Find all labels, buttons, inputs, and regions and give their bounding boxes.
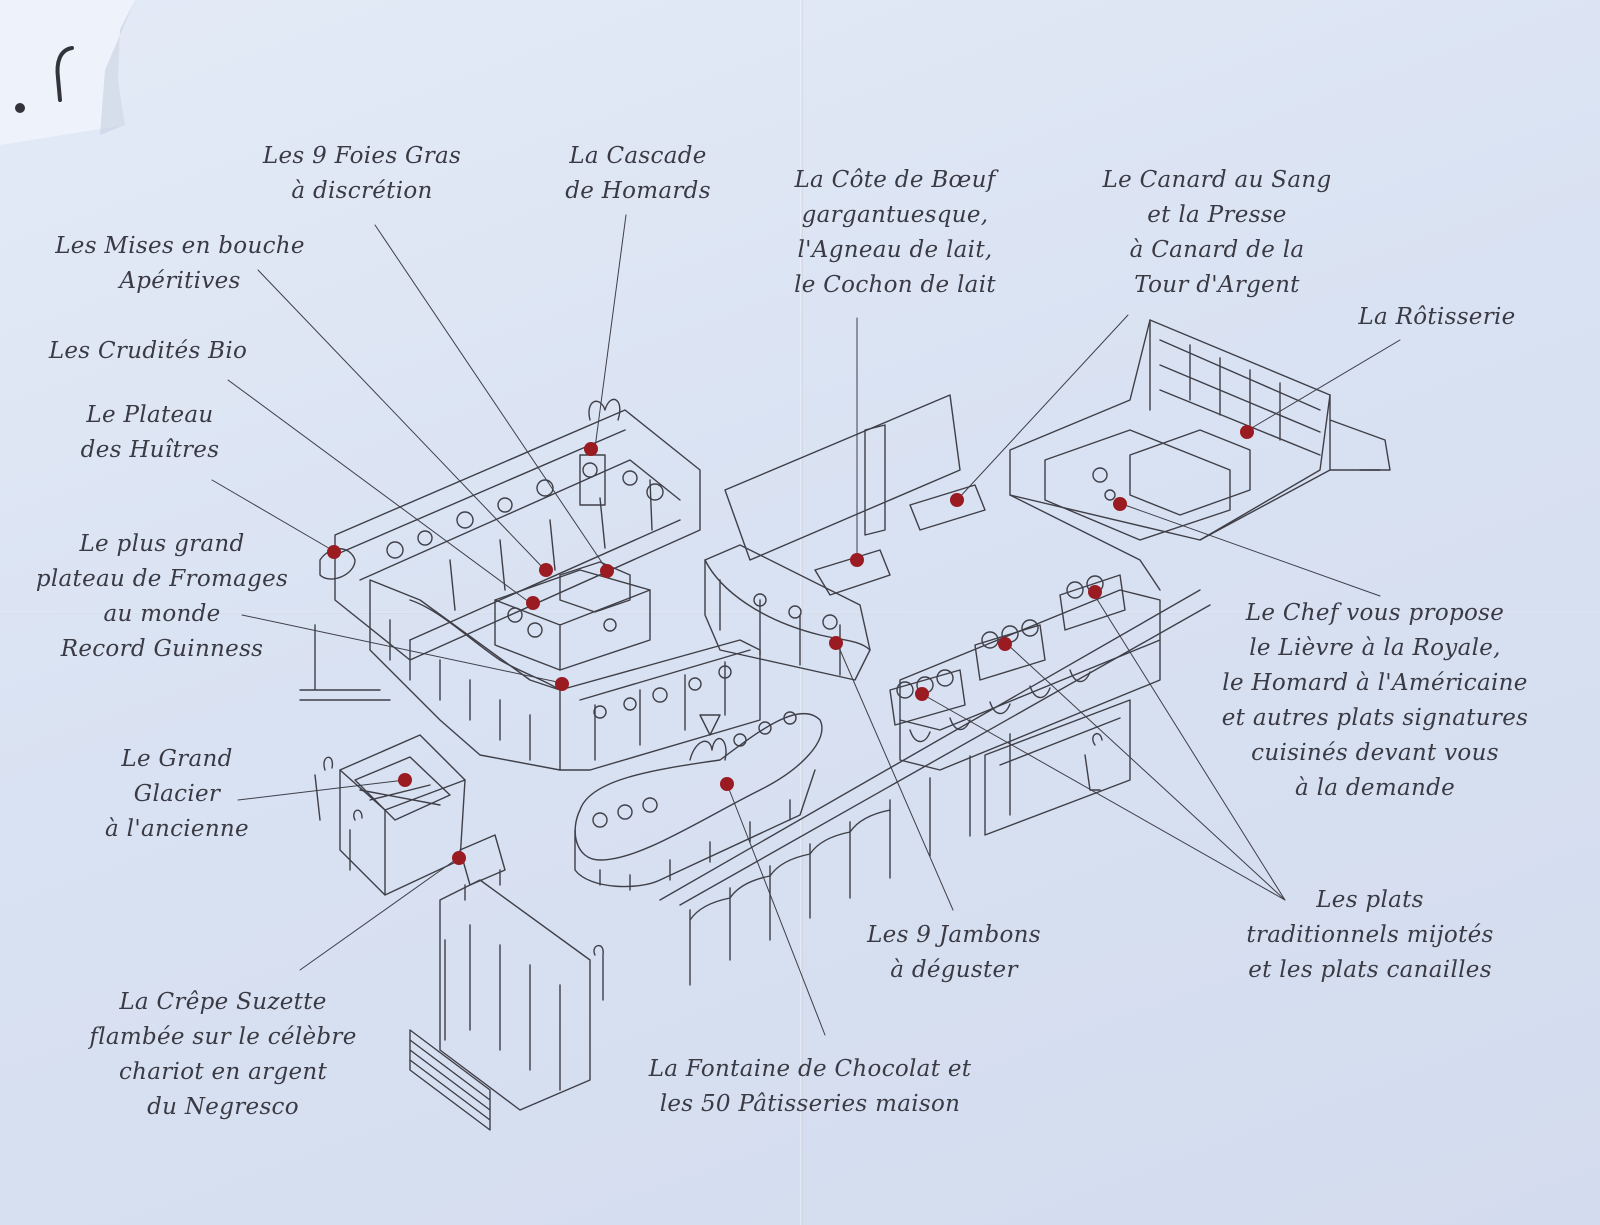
marker-jambons bbox=[829, 636, 843, 650]
marker-plats-2 bbox=[998, 637, 1012, 651]
marker-glacier bbox=[398, 773, 412, 787]
middle-counter bbox=[704, 394, 986, 681]
arcade-walkway bbox=[659, 589, 1211, 986]
back-buffet-counter bbox=[334, 398, 701, 661]
marker-crepe bbox=[452, 851, 466, 865]
fold-crease-horizontal bbox=[0, 612, 1600, 614]
location-markers bbox=[327, 425, 1254, 865]
label-plateau-huitres: Le Plateau des Huîtres bbox=[80, 402, 220, 463]
marker-canard bbox=[950, 493, 964, 507]
label-foies-gras: Les 9 Foies Gras à discrétion bbox=[262, 143, 462, 204]
label-fontaine-chocolat: La Fontaine de Chocolat et les 50 Pâtiss… bbox=[648, 1056, 972, 1117]
label-chef-propose: Le Chef vous propose le Lièvre à la Roya… bbox=[1221, 600, 1529, 801]
marker-rotisserie bbox=[1240, 425, 1254, 439]
cheese-counter bbox=[369, 579, 761, 771]
ice-cream-stand bbox=[314, 734, 466, 896]
label-plateau-fromages: Le plus grand plateau de Fromages au mon… bbox=[35, 531, 289, 662]
marker-foies-gras bbox=[600, 564, 614, 578]
marker-plats-1 bbox=[1088, 585, 1102, 599]
marker-huitres bbox=[327, 545, 341, 559]
marker-cascade bbox=[584, 442, 598, 456]
marker-chef bbox=[1113, 497, 1127, 511]
marker-fromages bbox=[555, 677, 569, 691]
left-rail bbox=[299, 548, 391, 701]
right-arched-counters bbox=[889, 574, 1161, 836]
label-9-jambons: Les 9 Jambons à déguster bbox=[867, 922, 1041, 983]
leader-lines bbox=[211, 214, 1401, 1036]
pastry-counter bbox=[574, 711, 823, 891]
staircase-entrance bbox=[409, 834, 604, 1131]
folded-corner bbox=[0, 0, 135, 145]
label-crudites-bio: Les Crudités Bio bbox=[48, 338, 248, 364]
marker-crudites bbox=[526, 596, 540, 610]
rotisserie-kitchen bbox=[1009, 319, 1391, 591]
label-crepe-suzette: La Crêpe Suzette flambée sur le célèbre … bbox=[89, 989, 357, 1120]
marker-mises-en-bouche bbox=[539, 563, 553, 577]
label-canard-sang: Le Canard au Sang et la Presse à Canard … bbox=[1102, 167, 1332, 298]
label-mises-en-bouche: Les Mises en bouche Apéritives bbox=[55, 233, 305, 294]
label-cascade-homards: La Cascade de Homards bbox=[565, 143, 711, 204]
marker-fontaine bbox=[720, 777, 734, 791]
marker-cote-boeuf bbox=[850, 553, 864, 567]
label-cote-boeuf: La Côte de Bœuf gargantuesque, l'Agneau … bbox=[794, 167, 996, 298]
label-plats-traditionnels: Les plats traditionnels mijotés et les p… bbox=[1246, 887, 1494, 983]
marker-plats-3 bbox=[915, 687, 929, 701]
center-island bbox=[494, 561, 651, 671]
label-grand-glacier: Le Grand Glacier à l'ancienne bbox=[105, 746, 249, 842]
label-rotisserie: La Rôtisserie bbox=[1358, 304, 1516, 330]
